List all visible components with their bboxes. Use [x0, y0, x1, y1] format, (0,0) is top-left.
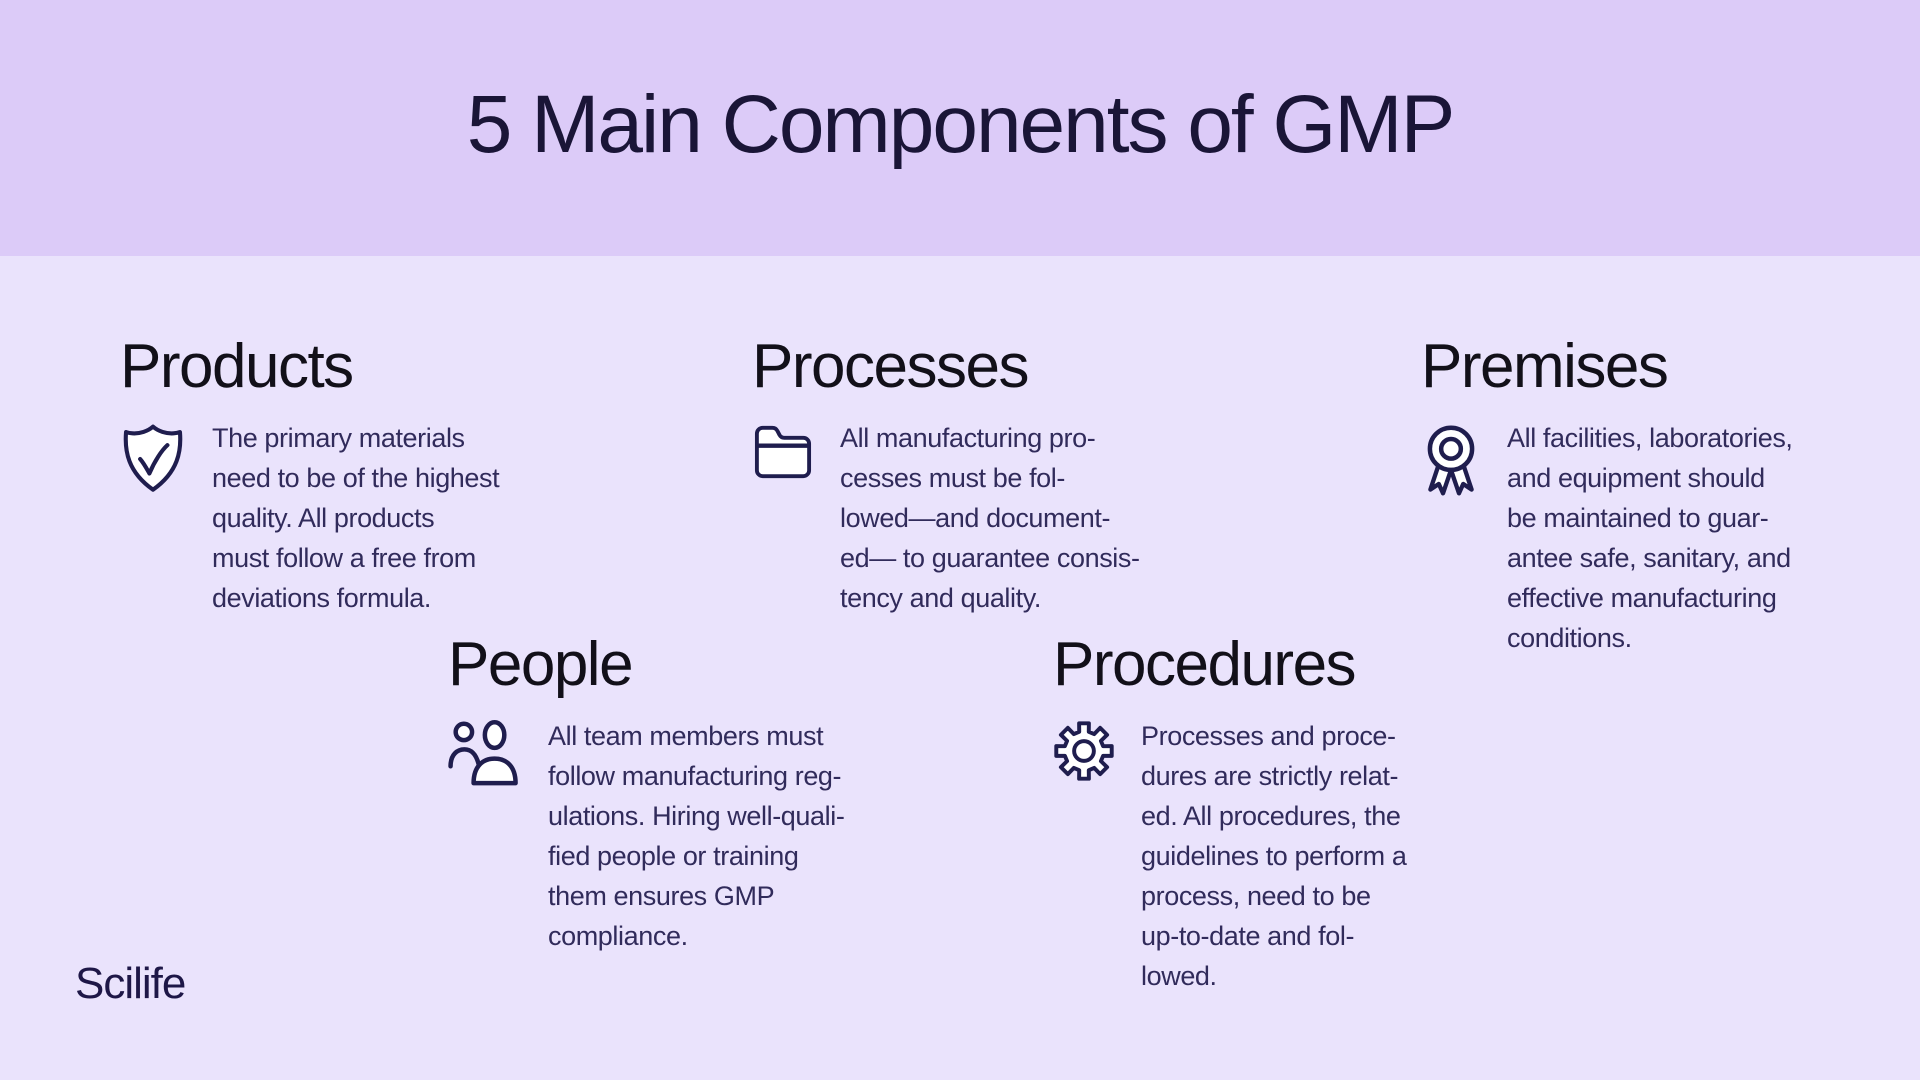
page-title: 5 Main Components of GMP: [466, 79, 1456, 170]
scilife-logo: Scilife: [75, 959, 186, 1008]
section-title-products: Products: [120, 332, 354, 401]
section-title-people: People: [448, 630, 634, 699]
section-text-processes: All manufacturing pro- cesses must be fo…: [840, 423, 1140, 613]
section-procedures: Procedures Processes and proce- dures ar…: [1053, 628, 1561, 996]
section-title-procedures: Procedures: [1053, 630, 1357, 699]
section-processes: Processes All manufacturing pro- cesses …: [752, 330, 1260, 618]
award-ribbon-icon: [1421, 418, 1481, 500]
section-title-processes: Processes: [752, 332, 1029, 401]
section-text-products: The primary materials need to be of the …: [212, 423, 500, 613]
section-title-premises: Premises: [1421, 332, 1669, 401]
gear-icon: [1053, 716, 1115, 782]
shield-check-icon: [120, 418, 186, 494]
section-products: Products The primary materials need to b…: [120, 330, 632, 618]
section-text-procedures: Processes and proce- dures are strictly …: [1141, 721, 1407, 991]
header-band: 5 Main Components of GMP: [0, 0, 1920, 256]
people-icon: [448, 716, 534, 788]
folder-icon: [752, 418, 814, 480]
section-people: People All team members must follow manu…: [448, 628, 968, 956]
section-premises: Premises All facilities, laboratories, a…: [1421, 330, 1907, 658]
section-text-people: All team members must follow manufacturi…: [548, 721, 845, 951]
section-text-premises: All facilities, laboratories, and equipm…: [1507, 423, 1793, 653]
